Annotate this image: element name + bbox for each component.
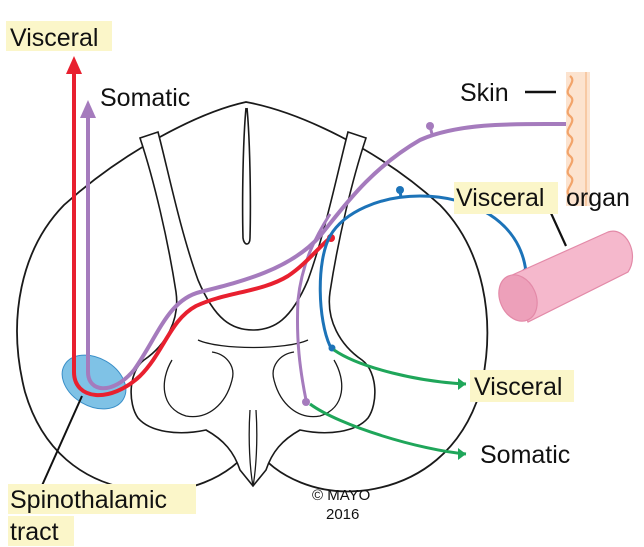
somatic-synapse-knob [302,398,310,406]
somatic-top-label: Somatic [100,84,190,112]
copyright-line1: © MAYO [312,487,370,504]
spinothalamic-label-line2: tract [10,518,59,546]
copyright-line2: 2016 [326,506,359,523]
spinothalamic-label-line1: Spinothalamic [10,486,167,514]
somatic-right-label: Somatic [480,441,570,469]
visceral-top-label: Visceral [10,24,98,52]
visceral-arrow-head [66,56,82,74]
visceral-organ-label-word2: organ [566,184,630,212]
skin-label: Skin [460,79,509,107]
median-fissure [243,108,251,244]
visceral-right-label: Visceral [474,373,562,401]
somatic-arrow-head [80,100,96,118]
visceral-organ-label-word1: Visceral [456,184,544,212]
visceral-organ-tube [492,231,633,327]
